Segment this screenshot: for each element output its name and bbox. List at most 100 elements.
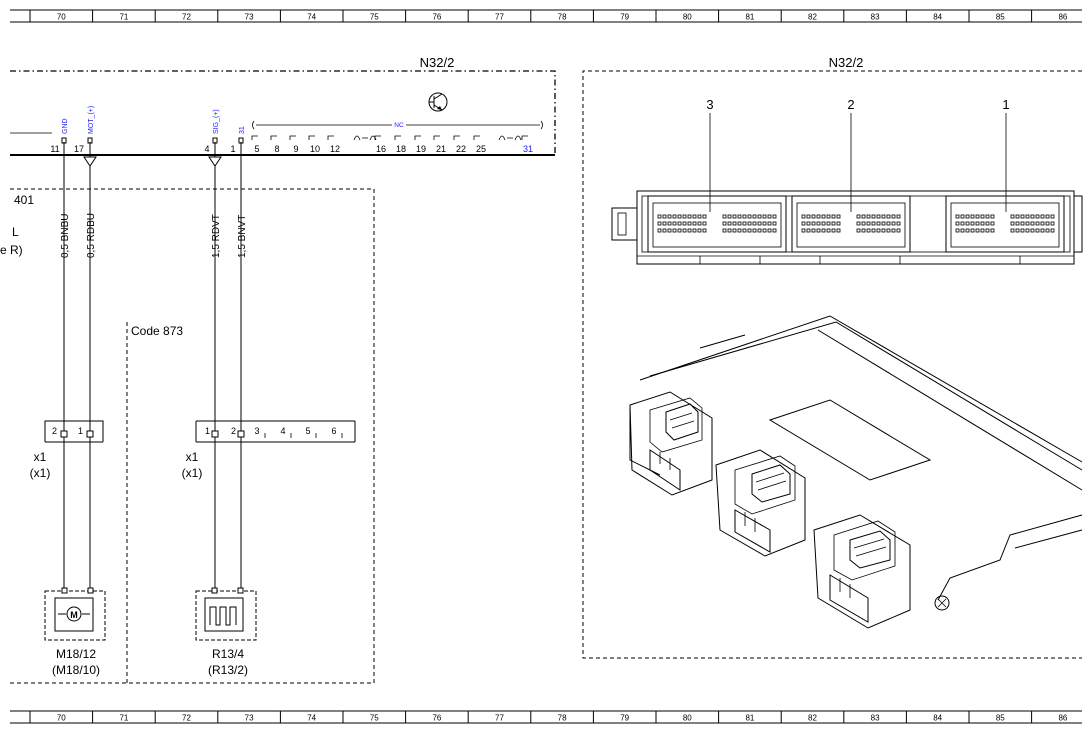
pin-number: 16	[376, 144, 386, 154]
bottom-grid-strip	[10, 710, 1082, 724]
motor-id: M18/12	[56, 647, 96, 661]
top-grid-column-label: 83	[871, 13, 880, 22]
top-grid-column-label: 76	[432, 13, 441, 22]
x1-right-pin: 3	[254, 426, 259, 436]
top-grid-column-label: 79	[620, 13, 629, 22]
bottom-grid-column-label: 70	[57, 714, 66, 723]
top-grid-column-label: 70	[57, 13, 66, 22]
x1-left-pin: 2	[52, 426, 57, 436]
bottom-grid-column-label: 84	[933, 714, 942, 723]
pin-number: 5	[254, 144, 259, 154]
pin-label-mot: MOT_(+)	[88, 106, 95, 134]
module-title: N32/2	[420, 55, 455, 70]
pin-number: 25	[476, 144, 486, 154]
pin-number: 1	[230, 144, 235, 154]
top-grid-cells: 70 71 72 73 74 75 76 77 78 79 80 81 82 83 84 85 86	[29, 10, 1068, 22]
top-grid-column-label: 73	[245, 13, 254, 22]
module-view-title: N32/2	[829, 55, 864, 70]
bottom-grid-column-label: 72	[182, 714, 191, 723]
top-grid-column-label: 77	[495, 13, 504, 22]
bottom-grid-column-label: 82	[808, 714, 817, 723]
top-grid-column-label: 71	[119, 13, 128, 22]
bottom-grid-column-label: 74	[307, 714, 316, 723]
x1-left-alt: (x1)	[30, 466, 51, 480]
top-grid-strip	[10, 9, 1082, 23]
bottom-grid-column-label: 75	[370, 714, 379, 723]
top-grid-column-label: 78	[558, 13, 567, 22]
module-front-view	[611, 190, 1083, 265]
x1-right-label: x1	[186, 450, 199, 464]
top-grid-column-label: 84	[933, 13, 942, 22]
x1-right-alt: (x1)	[182, 466, 203, 480]
pin-number: 21	[436, 144, 446, 154]
x1-right-pin: 6	[331, 426, 336, 436]
nc-label: NC	[394, 122, 404, 129]
wire-label: 0,5 RDBU	[86, 213, 97, 258]
bottom-grid-column-label: 80	[683, 714, 692, 723]
bottom-grid-column-label: 79	[620, 714, 629, 723]
connector-label-1: 1	[1002, 97, 1009, 112]
top-grid-column-label: 82	[808, 13, 817, 22]
module-isometric-view	[629, 315, 1083, 629]
nc-bracket	[252, 120, 543, 130]
component-region-boundary	[10, 188, 375, 684]
partial-label-r: e R)	[0, 243, 23, 257]
x1-right-pin: 4	[280, 426, 285, 436]
top-grid-column-label: 72	[182, 13, 191, 22]
transistor-icon	[428, 92, 448, 112]
top-grid-column-label: 80	[683, 13, 692, 22]
bottom-grid-column-label: 76	[432, 714, 441, 723]
module-boundary	[10, 70, 556, 155]
ground-icon	[208, 156, 222, 167]
sensor-component	[195, 587, 257, 641]
top-grid-column-label: 74	[307, 13, 316, 22]
wire-label: 1,5 RDVT	[211, 214, 222, 258]
x1-right-pin: 5	[305, 426, 310, 436]
pin-number: 9	[293, 144, 298, 154]
connector-label-2: 2	[847, 97, 854, 112]
x1-right-pin: 2	[231, 426, 236, 436]
motor-icon: M	[70, 610, 78, 620]
pin-number: 17	[74, 144, 84, 154]
bottom-grid-column-label: 86	[1058, 714, 1067, 723]
ground-icon	[83, 156, 97, 167]
sensor-alt-id: (R13/2)	[208, 663, 248, 677]
sensor-id: R13/4	[212, 647, 244, 661]
bottom-grid-column-label: 71	[119, 714, 128, 723]
wire-label: 0,5 BNBU	[60, 214, 71, 258]
pin-terminals	[61, 135, 528, 144]
pin-number: 19	[416, 144, 426, 154]
bottom-grid-column-label: 81	[745, 714, 754, 723]
pin-label-sig: SIG_(+)	[213, 109, 220, 134]
pin-number: 22	[456, 144, 466, 154]
bottom-grid-column-label: 83	[871, 714, 880, 723]
top-grid-column-label: 81	[745, 13, 754, 22]
connector-label-3: 3	[706, 97, 713, 112]
screw-icon	[934, 595, 950, 611]
motor-alt-id: (M18/10)	[52, 663, 100, 677]
pin-number: 11	[50, 144, 59, 154]
x1-left-pin: 1	[78, 426, 83, 436]
connector-x1-right	[195, 420, 356, 443]
sensor-icon	[209, 606, 237, 626]
module-view-boundary	[582, 70, 1082, 659]
x1-right-pin: 1	[205, 426, 210, 436]
wire-label: 1,5 BNVT	[237, 215, 248, 258]
connector-x1-left	[44, 420, 104, 443]
pin-number: 8	[274, 144, 279, 154]
code-label: Code 873	[131, 324, 183, 338]
top-grid-column-label: 85	[996, 13, 1005, 22]
pin-number: 18	[396, 144, 406, 154]
top-grid-column-label: 86	[1058, 13, 1067, 22]
top-grid-column-label: 75	[370, 13, 379, 22]
bottom-grid-column-label: 77	[495, 714, 504, 723]
pin-number: 10	[310, 144, 320, 154]
pin-label-gnd: GND	[62, 118, 69, 134]
pin-number: 31	[523, 144, 533, 154]
pin-number: 4	[204, 144, 209, 154]
partial-label-l: L	[12, 225, 19, 239]
pin-number: 12	[330, 144, 340, 154]
wires	[63, 142, 242, 591]
bottom-grid-column-label: 78	[558, 714, 567, 723]
